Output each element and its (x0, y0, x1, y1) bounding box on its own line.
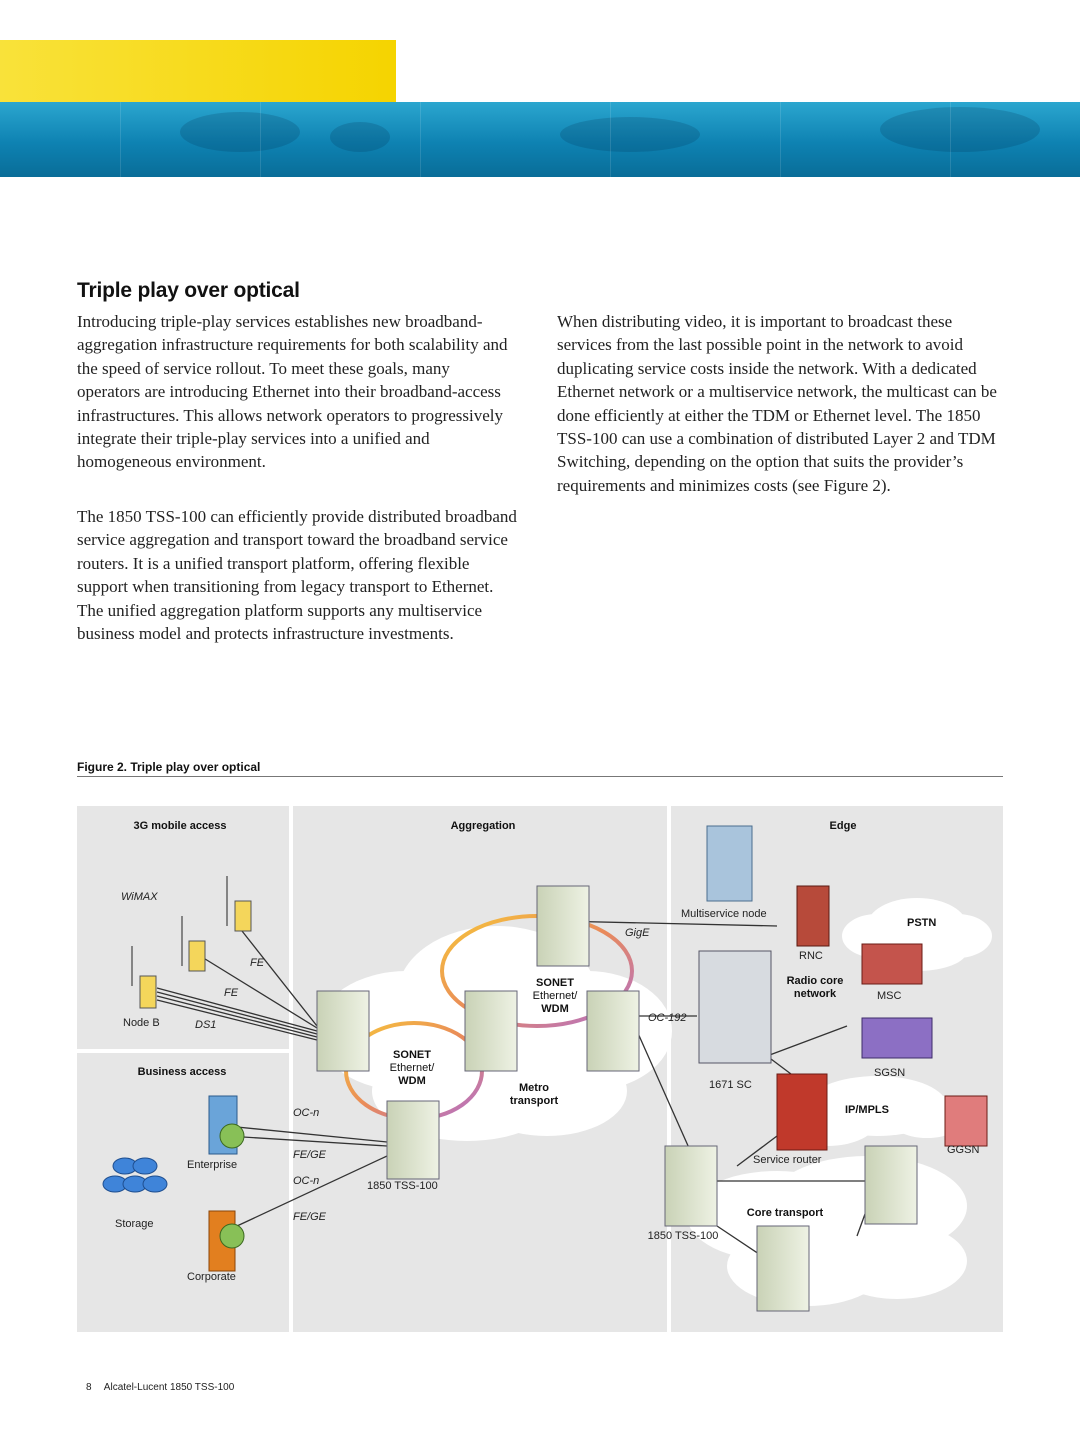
section-title: Triple play over optical (77, 279, 300, 302)
label-sc1671: 1671 SC (709, 1079, 752, 1091)
panel-title-edge: Edge (830, 820, 857, 832)
sgsn-icon (861, 1017, 933, 1059)
msc-icon (861, 943, 923, 985)
label-metro-2: transport (510, 1095, 559, 1107)
storage-icon (102, 1157, 168, 1193)
corporate-router-icon (219, 1223, 245, 1249)
label-ds1: DS1 (195, 1019, 216, 1031)
page-number: 8 (86, 1382, 92, 1393)
label-storage: Storage (115, 1218, 154, 1230)
network-diagram: 3G mobile access Business access Aggrega… (77, 806, 1003, 1332)
label-fe-1: FE (250, 957, 265, 969)
paragraph-left-1: Introducing triple-play services establi… (77, 312, 508, 472)
service-router-icon (776, 1073, 828, 1151)
panel-mobile (77, 806, 289, 1049)
label-tss-right: 1850 TSS-100 (648, 1230, 719, 1242)
fe-radio-icon (188, 940, 206, 972)
label-fege-2: FE/GE (293, 1211, 327, 1223)
rnc-icon (796, 885, 830, 947)
label-ring1-l1: SONET (393, 1049, 431, 1061)
label-ring1-l2: Ethernet/ (390, 1062, 436, 1074)
wimax-radio-icon (234, 900, 252, 932)
antenna-icons (131, 876, 228, 986)
label-msc: MSC (877, 990, 902, 1002)
multiservice-node-icon (706, 825, 753, 902)
label-ocn-2: OC-n (293, 1175, 319, 1187)
enterprise-router-icon (219, 1123, 245, 1149)
label-fege-1: FE/GE (293, 1149, 327, 1161)
panel-title-aggregation: Aggregation (451, 820, 516, 832)
label-core-transport: Core transport (747, 1207, 824, 1219)
panel-business (77, 1053, 289, 1332)
label-fe-2: FE (224, 987, 239, 999)
banner-yellow-block (0, 40, 396, 102)
label-service-router: Service router (753, 1154, 822, 1166)
footer-title: Alcatel-Lucent 1850 TSS-100 (103, 1382, 235, 1393)
page-footer: 8 Alcatel-Lucent 1850 TSS-100 (86, 1382, 234, 1393)
label-metro-1: Metro (519, 1082, 549, 1094)
tss-node-core-right (864, 1145, 918, 1225)
ggsn-icon (944, 1095, 988, 1147)
paragraph-right-1: When distributing video, it is important… (557, 312, 997, 495)
paragraph-left-2: The 1850 TSS-100 can efficiently provide… (77, 507, 517, 644)
tss-node-top (536, 885, 590, 967)
figure-caption: Figure 2. Triple play over optical (77, 760, 261, 774)
label-oc192: OC-192 (648, 1012, 687, 1024)
tss-node-ring-left (464, 990, 518, 1072)
label-sgsn: SGSN (874, 1067, 905, 1079)
label-ggsn: GGSN (947, 1144, 979, 1156)
label-radio-1: Radio core (787, 975, 844, 987)
label-wimax: WiMAX (121, 891, 158, 903)
label-ocn-1: OC-n (293, 1107, 319, 1119)
panel-title-business: Business access (138, 1066, 227, 1078)
label-node-b: Node B (123, 1017, 160, 1029)
tss-node-bottom (386, 1100, 440, 1180)
tss-node-core-left (664, 1145, 718, 1227)
label-ipmpls: IP/MPLS (845, 1104, 889, 1116)
tss-node-core-bottom (756, 1225, 810, 1312)
header-banner (0, 40, 1080, 177)
label-ring2-l3: WDM (541, 1003, 569, 1015)
label-tss-left: 1850 TSS-100 (367, 1180, 438, 1192)
label-pstn: PSTN (907, 917, 936, 929)
label-ring2-l1: SONET (536, 977, 574, 989)
panel-title-mobile: 3G mobile access (134, 820, 227, 832)
banner-blue-strip (0, 102, 1080, 177)
label-radio-2: network (794, 988, 837, 1000)
figure-rule (77, 776, 1003, 777)
label-corporate: Corporate (187, 1271, 236, 1283)
label-multiservice: Multiservice node (681, 908, 767, 920)
sc1671-node-icon (698, 950, 772, 1064)
label-ring1-l3: WDM (398, 1075, 426, 1087)
connection-lines (156, 920, 887, 1267)
tss-node-left (316, 990, 370, 1072)
tss-node-ring-right (586, 990, 640, 1072)
label-enterprise: Enterprise (187, 1159, 237, 1171)
label-rnc: RNC (799, 950, 823, 962)
node-b-icon (139, 975, 157, 1009)
label-ring2-l2: Ethernet/ (533, 990, 579, 1002)
label-gige: GigE (625, 927, 650, 939)
